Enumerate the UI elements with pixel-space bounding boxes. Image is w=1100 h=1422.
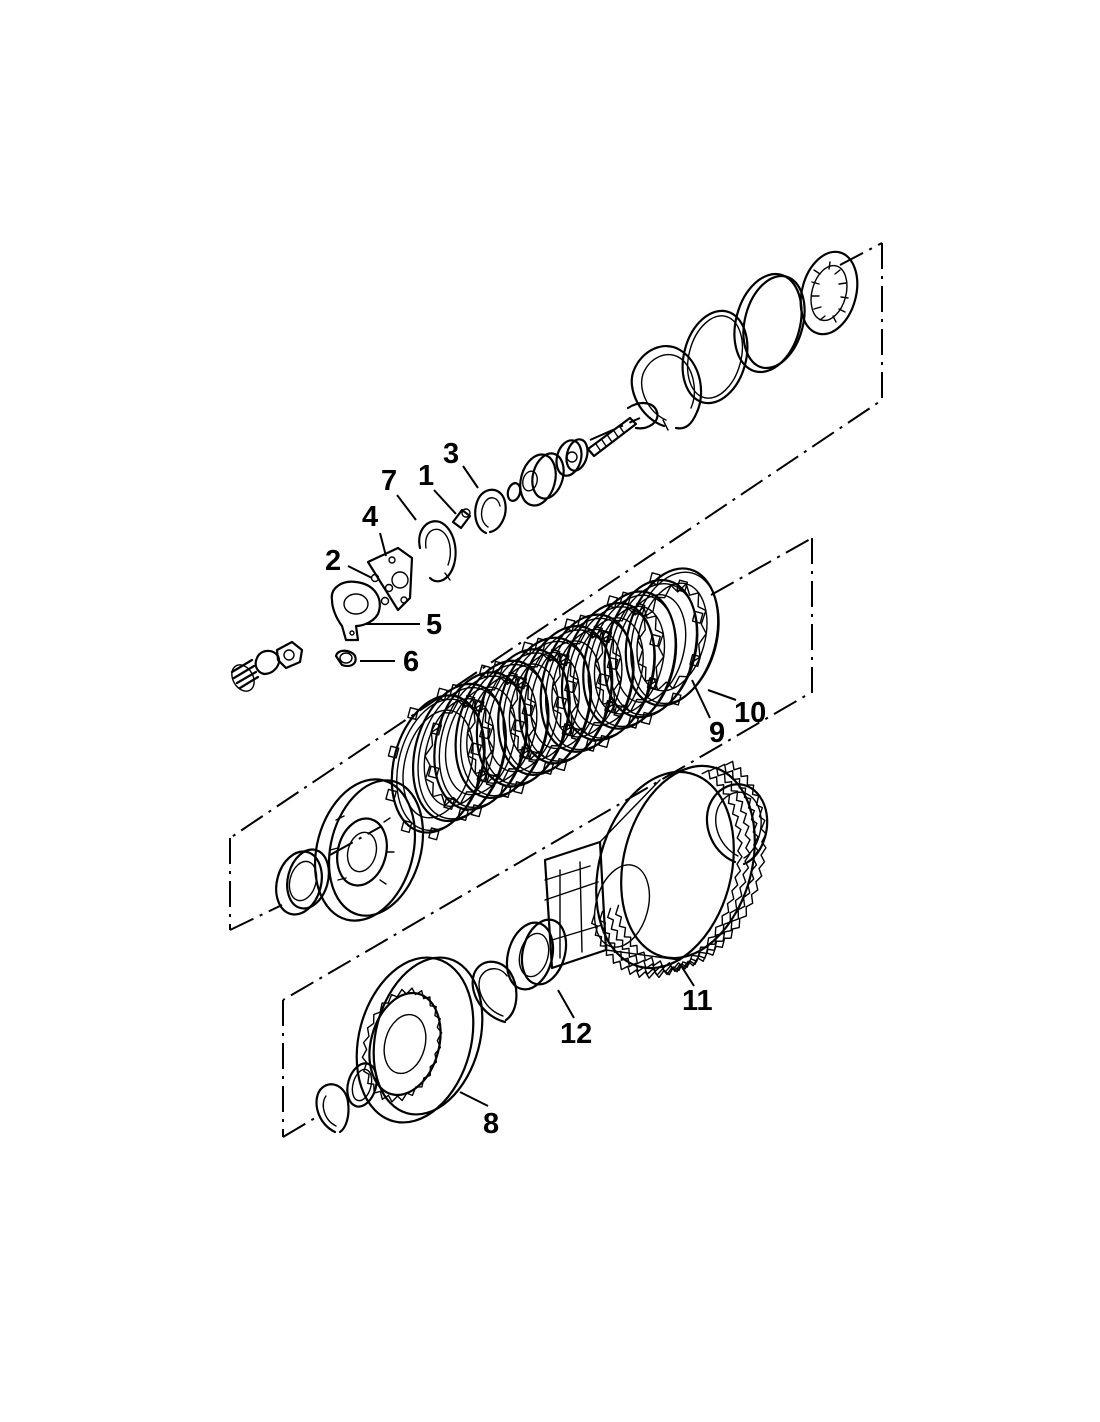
washer-bottom [346, 1062, 378, 1108]
spring-seat-ring [681, 309, 749, 405]
friction-plate [597, 572, 704, 725]
callout-1: 1 [418, 460, 434, 492]
needle-bearing-12 [505, 918, 568, 991]
snap-ring-bottom [471, 960, 518, 1024]
hub-splines [361, 987, 443, 1103]
basket-gear-teeth [590, 760, 767, 979]
retaining-ring-3 [474, 488, 507, 535]
adjuster-plate [366, 546, 414, 612]
callout-8: 8 [483, 1108, 499, 1140]
callout-2: 2 [325, 545, 341, 577]
callout-6: 6 [403, 646, 419, 678]
snap-ring-7 [418, 520, 457, 583]
diaphragm-spring-ring [733, 272, 806, 374]
clutch-plate-stack [385, 567, 720, 841]
thrust-washer [275, 848, 330, 916]
friction-plate [555, 595, 661, 749]
callout-9: 9 [709, 717, 725, 749]
friction-plate [385, 687, 491, 841]
steel-plate [411, 682, 507, 823]
clutch-basket [543, 764, 756, 970]
circlip-bottom [315, 1083, 350, 1134]
callout-10: 10 [734, 697, 766, 729]
pressure-plate [799, 250, 859, 336]
callout-3: 3 [443, 438, 459, 470]
friction-plate [470, 641, 576, 795]
friction-plate [427, 664, 534, 818]
adjusting-screw-1 [451, 508, 472, 530]
steel-plate [624, 567, 720, 707]
retaining-ring-large [630, 345, 703, 431]
ball-bearings [370, 573, 394, 606]
callout-5: 5 [426, 609, 442, 641]
callout-12: 12 [560, 1018, 592, 1050]
small-snap-ring [506, 482, 522, 502]
pressure-plate-hub [313, 778, 425, 922]
callout-labels: 1 2 3 4 5 6 7 8 9 10 11 12 [325, 438, 766, 1140]
clip-6 [334, 649, 357, 668]
pushrod [586, 402, 659, 458]
adjuster-nut-and-spring [230, 640, 304, 692]
callout-4: 4 [362, 501, 378, 533]
leader-lines [347, 465, 737, 1107]
release-cup [519, 452, 565, 507]
release-ramp [330, 580, 381, 642]
callout-11: 11 [682, 985, 713, 1017]
callout-7: 7 [381, 465, 397, 497]
clutch-hub-8 [355, 956, 484, 1124]
friction-plate [512, 618, 619, 772]
